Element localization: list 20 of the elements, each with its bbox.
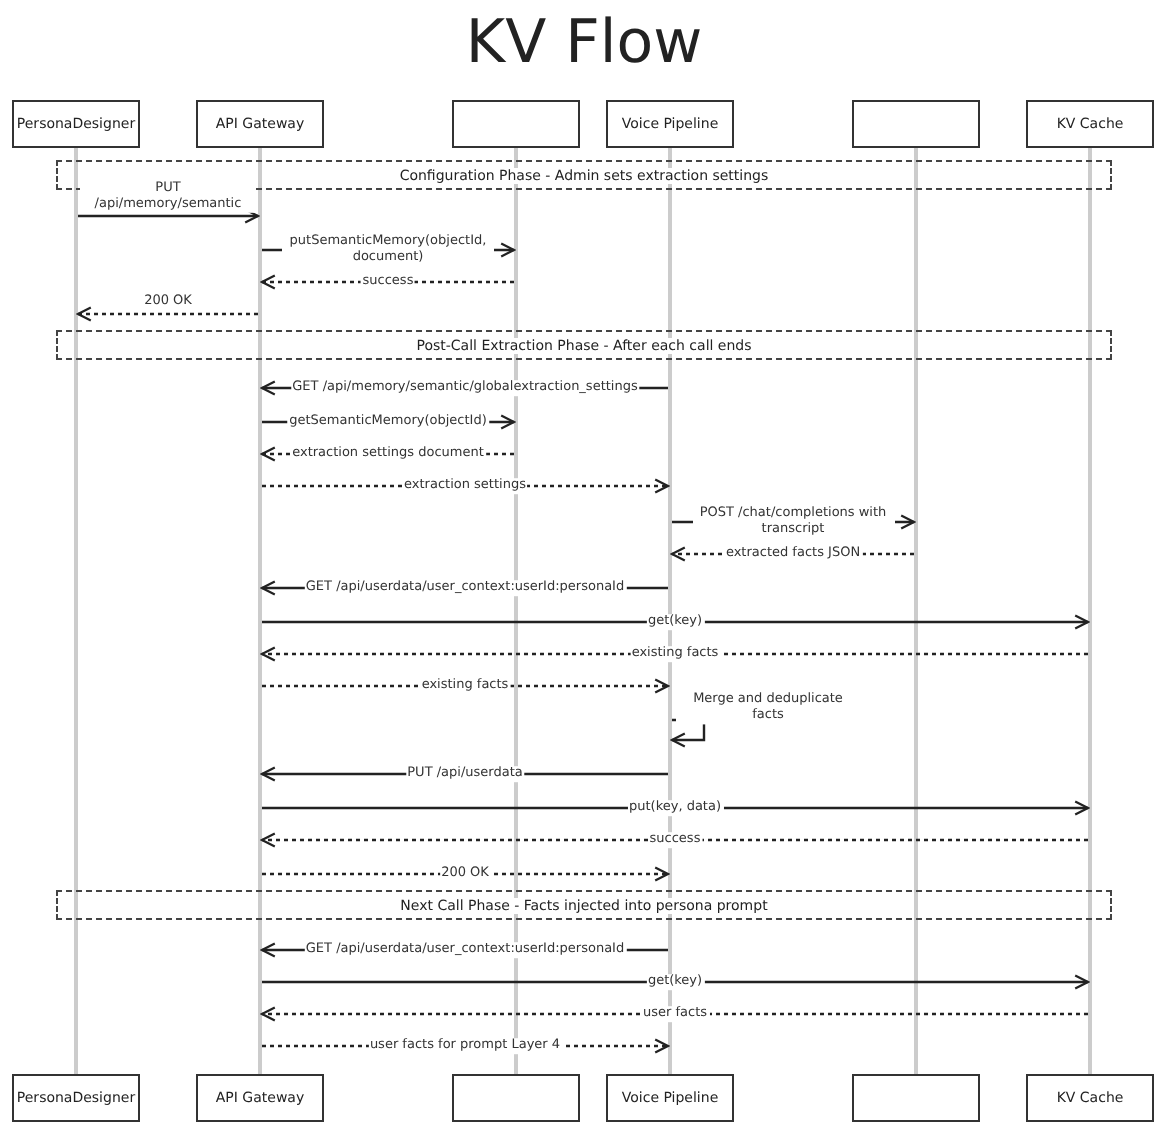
lifeline — [514, 148, 518, 1074]
lifeline — [74, 148, 78, 1074]
message-arrow — [78, 208, 260, 224]
title: KV Flow — [463, 6, 705, 82]
lifeline — [914, 148, 918, 1074]
lifeline — [1088, 148, 1092, 1074]
participant-box — [852, 1074, 980, 1122]
lifeline — [258, 148, 262, 1074]
message-arrow — [260, 832, 1088, 848]
message-arrow — [262, 974, 1090, 990]
message-arrow — [260, 646, 1088, 662]
message-arrow — [260, 1006, 1088, 1022]
message-arrow — [262, 614, 1090, 630]
message-arrow — [262, 866, 670, 882]
participant-box — [452, 1074, 580, 1122]
participant-box — [452, 100, 580, 148]
message-arrow — [76, 306, 258, 322]
lifeline — [668, 148, 672, 1074]
message-arrow — [262, 800, 1090, 816]
participant-box — [852, 100, 980, 148]
